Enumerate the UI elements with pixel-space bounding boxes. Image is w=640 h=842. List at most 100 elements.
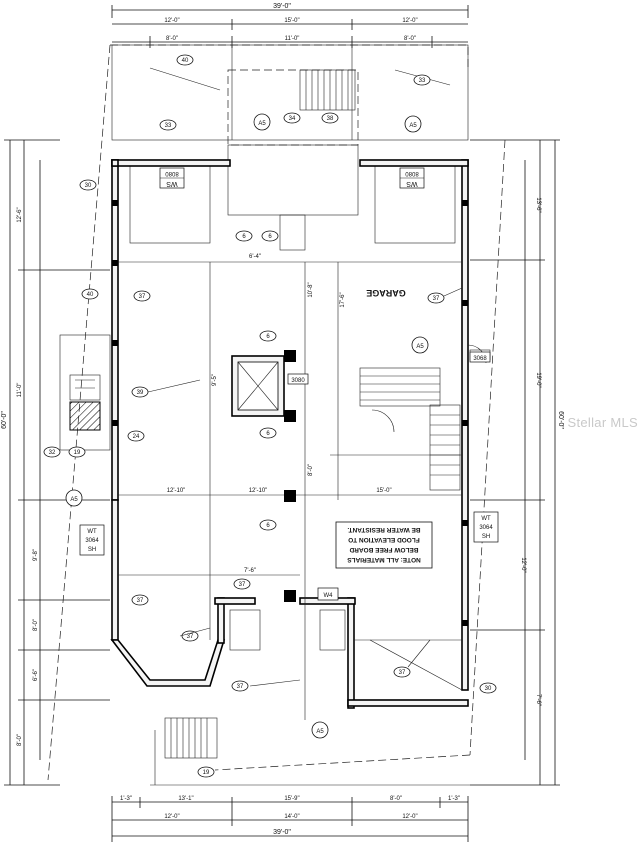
top-dim-1: 12'-0" (164, 18, 179, 24)
callout-25: 37 (393, 666, 411, 678)
w4-tag: W4 (324, 593, 334, 599)
svg-text:37: 37 (433, 296, 440, 302)
interior-dim-1: 12'-10" (167, 488, 186, 494)
svg-text:A5: A5 (316, 729, 324, 735)
top-dim-5: 11'-0" (285, 36, 300, 42)
left-dim-1: 12'-6" (17, 207, 23, 222)
interior-dim-4: 7'-6" (244, 568, 256, 574)
callout-24: 19 (197, 766, 215, 778)
bottom-dim-3: 15'-9" (284, 796, 299, 802)
callout-10: 6 (259, 330, 277, 342)
svg-text:37: 37 (399, 670, 406, 676)
door-tag-1: 3080 (291, 378, 305, 384)
svg-text:39: 39 (137, 390, 144, 396)
svg-text:A5: A5 (70, 497, 78, 503)
svg-text:33: 33 (165, 123, 172, 129)
note-line-1: NOTE: ALL MATERIALS (347, 556, 421, 563)
interior-dim-2: 12'-10" (249, 488, 268, 494)
svg-text:38: 38 (327, 116, 334, 122)
leader-lines (147, 287, 463, 687)
top-dimension-lines: 39'-0" 12'-0" 15'-0" 12'-0" 8'-0" 11'-0"… (111, 3, 469, 48)
front-stairs (150, 717, 470, 786)
callout-20: 37 (181, 630, 199, 642)
callout-7: 37 (133, 290, 151, 302)
window-tag-ws-right: 8080 WS (399, 167, 425, 189)
bottom-dim-2: 13'-1" (178, 796, 193, 802)
svg-text:37: 37 (137, 598, 144, 604)
note-line-2: BELOW FREE BOARD (349, 546, 418, 553)
left-dim-6: 8'-0" (17, 734, 23, 746)
bottom-dimension-lines: 1'-3" 13'-1" 15'-9" 8'-0" 1'-3" 12'-0" 1… (111, 796, 469, 842)
left-storage (59, 334, 111, 451)
wt-tag-right: WT (481, 516, 491, 522)
callout-22: 37 (231, 680, 249, 692)
callout-9: 6 (261, 230, 279, 242)
bottom-dim-8: 12'-0" (402, 814, 417, 820)
svg-text:30: 30 (85, 183, 92, 189)
svg-text:6: 6 (242, 234, 246, 240)
section-mark-1: A5 (253, 113, 271, 131)
interior-dim-3: 15'-0" (376, 488, 391, 494)
flood-note: NOTE: ALL MATERIALS BELOW FREE BOARD FLO… (335, 521, 433, 569)
svg-text:33: 33 (419, 78, 426, 84)
ws-size-left: 8080 (165, 170, 179, 176)
wt-tag-left: WT (87, 529, 97, 535)
svg-text:6: 6 (266, 523, 270, 529)
svg-text:32: 32 (49, 450, 56, 456)
svg-text:40: 40 (182, 58, 189, 64)
svg-text:A5: A5 (258, 121, 266, 127)
section-mark-5: A5 (311, 721, 329, 739)
right-dim-4: 7'-6" (535, 694, 541, 706)
top-dim-4: 8'-0" (166, 36, 178, 42)
door-tag-3068: 3068 (469, 351, 491, 363)
bottom-dim-1: 1'-3" (120, 796, 132, 802)
callout-21: 37 (233, 578, 251, 590)
window-tag-wt-left: WT 3064 SH (79, 524, 105, 556)
left-dimension-lines: 60'-0" 12'-6" 11'-0" 9'-8" 8'-0" 6'-6" 8… (1, 139, 110, 786)
note-line-3: FLOOD ELEVATION TO (348, 536, 420, 543)
room-label-garage: GARAGE (366, 288, 406, 298)
right-dim-2: 19'-0" (535, 372, 541, 387)
watermark: Stellar MLS (567, 415, 638, 430)
bottom-dim-4: 8'-0" (390, 796, 402, 802)
callout-18: 19 (68, 446, 86, 458)
right-overall-dim: 60'-0" (557, 411, 564, 429)
exterior-walls (110, 159, 469, 709)
door-tag-2: 3068 (473, 356, 487, 362)
left-dim-4: 8'-0" (33, 619, 39, 631)
wt-sub-right: 3064 (479, 525, 493, 531)
interior-dim-6: 8'-0" (308, 464, 314, 476)
bottom-dim-7: 14'-0" (284, 814, 299, 820)
section-mark-4: A5 (65, 489, 83, 507)
elevator-shaft (231, 350, 296, 602)
section-mark-3: A5 (411, 336, 429, 354)
callout-3: 33 (413, 74, 431, 86)
front-bay (229, 609, 463, 691)
svg-text:19: 19 (203, 770, 210, 776)
svg-text:37: 37 (139, 294, 146, 300)
window-tag-ws-left: 8080 WS (159, 167, 185, 189)
svg-text:40: 40 (87, 292, 94, 298)
bottom-overall-dim: 39'-0" (273, 829, 291, 836)
svg-text:A5: A5 (409, 123, 417, 129)
right-dim-3: 12'-0" (520, 557, 526, 572)
top-dim-3: 12'-0" (402, 18, 417, 24)
callout-1: 40 (176, 54, 194, 66)
top-overall-dim: 39'-0" (273, 3, 291, 10)
callout-19: 37 (131, 594, 149, 606)
svg-text:34: 34 (289, 116, 296, 122)
callout-8: 37 (427, 292, 445, 304)
svg-text:37: 37 (239, 582, 246, 588)
section-mark-2: A5 (404, 115, 422, 133)
callout-14: 40 (81, 288, 99, 300)
callout-17: 32 (43, 446, 61, 458)
callout-5: 38 (321, 112, 339, 124)
left-dim-2: 11'-0" (17, 383, 23, 398)
window-tag-w4: W4 (317, 587, 339, 601)
svg-text:24: 24 (133, 434, 140, 440)
upper-stairs (299, 69, 356, 111)
interior-dim-5: 9'-5" (212, 374, 218, 386)
svg-text:6: 6 (266, 431, 270, 437)
interior-dim-8: 17'-6" (340, 292, 346, 307)
